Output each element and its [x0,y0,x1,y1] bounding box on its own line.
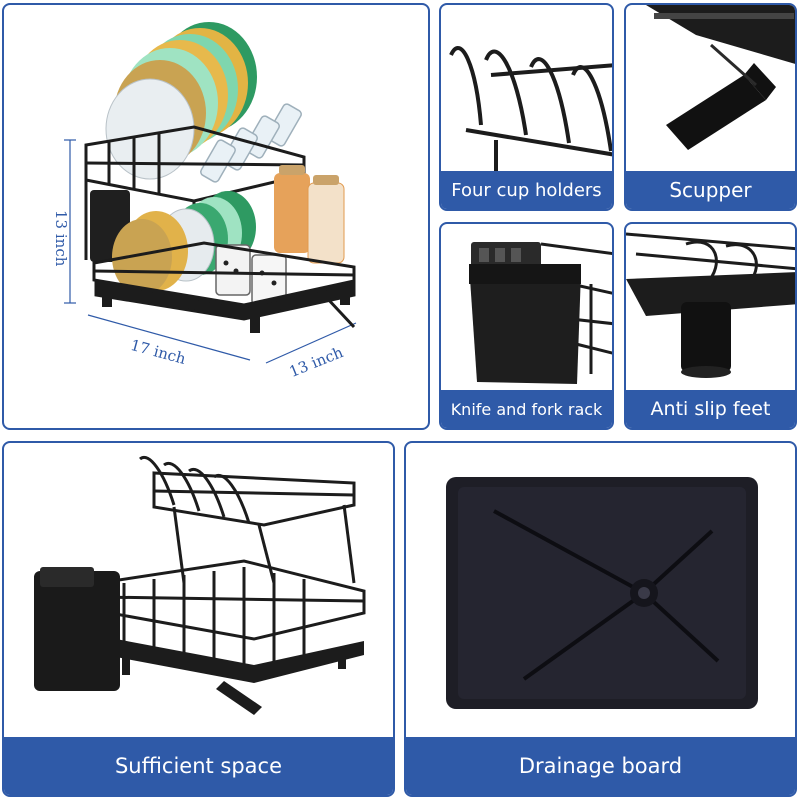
foot [250,317,260,333]
dish-rack-illustration [64,22,357,364]
foot [102,293,112,307]
jars [274,165,345,264]
cup-holders-illustration [449,46,612,173]
scupper-caption: Scupper [626,171,795,209]
lower-tier [92,241,356,329]
cup-holders-caption: Four cup holders [441,171,612,209]
anti-slip-panel: Anti slip feet [624,222,797,430]
cup-holders-panel: Four cup holders [439,3,614,211]
drainage-board-caption: Drainage board [406,737,795,795]
height-dimension: 13 inch [52,210,70,267]
scupper-illustration [646,5,795,150]
glasses [200,103,302,183]
knife-fork-caption: Knife and fork rack [441,390,612,428]
main-product-panel: 13 inch 17 inch 13 inch [2,3,430,430]
knife-fork-panel: Knife and fork rack [439,222,614,430]
anti-slip-illustration [626,232,795,378]
drainage-board-illustration [446,477,758,709]
sufficient-space-panel: Sufficient space [2,441,395,797]
cups [215,244,287,306]
scupper-panel: Scupper [624,3,797,211]
sufficient-space-caption: Sufficient space [4,737,393,795]
knife-fork-illustration [469,242,612,384]
two-tier-rack-illustration [34,455,366,715]
anti-slip-caption: Anti slip feet [626,390,795,428]
utensil-cup [34,571,120,691]
drainage-board-panel: Drainage board [404,441,797,797]
plates-top [105,22,257,180]
foot [340,291,350,305]
